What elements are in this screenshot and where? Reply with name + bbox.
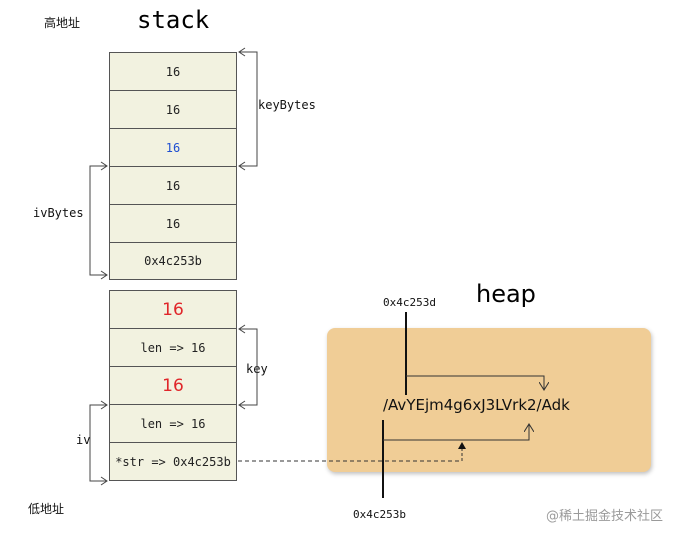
- stack-cell-value: *str => 0x4c253b: [115, 454, 231, 469]
- stack-cell-value: len => 16: [140, 416, 206, 431]
- heap-pointer-bottom: [382, 420, 529, 498]
- key-bracket: [238, 324, 258, 410]
- stack-cell: 16: [109, 290, 237, 329]
- stack-cell: 0x4c253b: [109, 242, 237, 280]
- stack-cell-value: 16: [165, 102, 181, 117]
- stack-cell: 16: [109, 204, 237, 243]
- key-bytes-bracket: [238, 47, 258, 171]
- stack-cell: 16: [109, 52, 237, 91]
- stack-cell-value-red: 16: [162, 299, 184, 320]
- stack-cell: 16: [109, 128, 237, 167]
- stack-cell-value: len => 16: [140, 340, 206, 355]
- key-bytes-label: keyBytes: [258, 98, 316, 112]
- heap-pointer-top: [405, 312, 544, 395]
- high-address-label: 高地址: [44, 16, 81, 30]
- stack-cell-value: 16: [165, 178, 181, 193]
- stack-cell: 16: [109, 166, 237, 205]
- stack-cell-value: 0x4c253b: [144, 254, 202, 268]
- iv-bytes-label: ivBytes: [33, 206, 84, 220]
- heap-title: heap: [476, 280, 536, 308]
- heap-address-bottom: 0x4c253b: [353, 508, 406, 521]
- stack-title: stack: [137, 6, 210, 34]
- heap-region: [327, 328, 651, 472]
- low-address-label: 低地址: [28, 502, 65, 516]
- heap-string: /AvYEjm4g6xJ3LVrk2/Adk: [383, 396, 570, 414]
- stack-cell: len => 16: [109, 328, 237, 367]
- str-pointer-dashed: [238, 442, 466, 462]
- stack-cell-value: 16: [165, 64, 181, 79]
- stack-cell-value-blue: 16: [165, 140, 181, 155]
- stack-cell: 16: [109, 90, 237, 129]
- stack-cell: *str => 0x4c253b: [109, 442, 237, 481]
- stack-cell-value-red: 16: [162, 375, 184, 396]
- iv-bytes-bracket: [89, 161, 108, 280]
- stack-cell: len => 16: [109, 404, 237, 443]
- stack-cell-value: 16: [165, 216, 181, 231]
- iv-label: iv: [76, 433, 91, 447]
- watermark: @稀土掘金技术社区: [546, 509, 664, 524]
- heap-address-top: 0x4c253d: [383, 296, 436, 309]
- iv-bracket: [89, 400, 108, 486]
